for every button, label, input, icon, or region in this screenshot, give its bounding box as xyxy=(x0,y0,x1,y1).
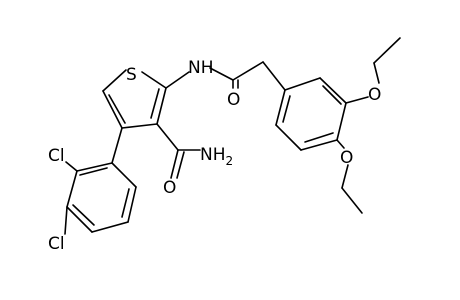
bond-c3-c2-double xyxy=(150,88,160,119)
bond-c4-c3 xyxy=(121,123,158,129)
bond-skeleton xyxy=(64,37,401,235)
atom-sulfur: S xyxy=(126,65,137,85)
bond-ch2-ring xyxy=(262,61,286,91)
bond-ar3-o1 xyxy=(345,96,369,104)
bond-ar6-ar1-double xyxy=(282,95,291,123)
bond-c5-c4-double xyxy=(108,94,126,124)
bond-dcp1-dcp2 xyxy=(76,162,113,172)
bond-dcp1-dcp2-double xyxy=(79,167,108,176)
bond-ar3-ar4 xyxy=(336,102,347,141)
bond-ch2-ch3-lower xyxy=(341,187,363,214)
bond-o2-ch2 xyxy=(341,164,349,189)
atom-chloro-top: Cl xyxy=(48,146,65,166)
bond-c3-c2 xyxy=(156,87,167,125)
atom-chloro-bottom: Cl xyxy=(48,234,65,254)
atom-carboxamide-subscript: 2 xyxy=(226,154,234,168)
bond-dcp3-cl xyxy=(64,206,68,235)
bond-c2-n xyxy=(165,71,190,89)
bond-ar4-ar5 xyxy=(300,139,338,151)
bond-dcp3-dcp4-double xyxy=(72,204,95,226)
bond-c4-dcp xyxy=(111,127,123,164)
bond-ar2-ar3 xyxy=(319,77,347,104)
bond-s-c5 xyxy=(102,69,127,92)
bond-dcp2-dcp3 xyxy=(66,170,78,208)
bond-ar2-ar3-double xyxy=(322,85,342,105)
atom-ethoxy-oxygen-lower: O xyxy=(340,148,353,168)
bond-o1-ch2 xyxy=(373,62,380,84)
bond-carboxamide-o xyxy=(170,149,179,179)
bond-dcp6-dcp1 xyxy=(111,162,137,188)
atom-amide-nh: NH xyxy=(188,58,214,78)
bond-ar5-ar6 xyxy=(275,124,302,151)
bond-dcp5-dcp6-double xyxy=(121,188,130,218)
bond-dcp2-cl xyxy=(65,161,78,172)
atom-carboxamide-n-label: NH xyxy=(200,145,226,165)
bond-c3-carboxamide xyxy=(156,123,179,151)
bond-carboxamide-o-double xyxy=(176,151,185,179)
atom-carboxamide-nh2: NH2 xyxy=(200,145,233,168)
bond-ar6-ar1 xyxy=(275,89,286,126)
bond-ar1-ar2 xyxy=(284,77,321,91)
bond-n-carbonyl xyxy=(209,67,234,81)
bond-c5-c4 xyxy=(102,90,123,129)
atom-labels: S NH O NH2 O Cl Cl O O xyxy=(48,58,381,254)
atom-carboxamide-oxygen: O xyxy=(163,178,176,198)
bond-carbonyl-ch2 xyxy=(232,61,264,81)
bond-dcp3-dcp4 xyxy=(66,206,93,233)
atom-amide-oxygen: O xyxy=(227,90,240,110)
bond-ar4-o2 xyxy=(336,139,345,149)
bond-ar4-ar5-double xyxy=(304,132,334,143)
bond-dcp4-dcp5 xyxy=(91,221,129,233)
atom-ethoxy-oxygen-upper: O xyxy=(368,85,381,105)
bond-c2-s xyxy=(141,71,167,89)
bond-ch2-ch3-upper xyxy=(373,37,401,64)
bond-dcp5-dcp6 xyxy=(127,186,137,223)
